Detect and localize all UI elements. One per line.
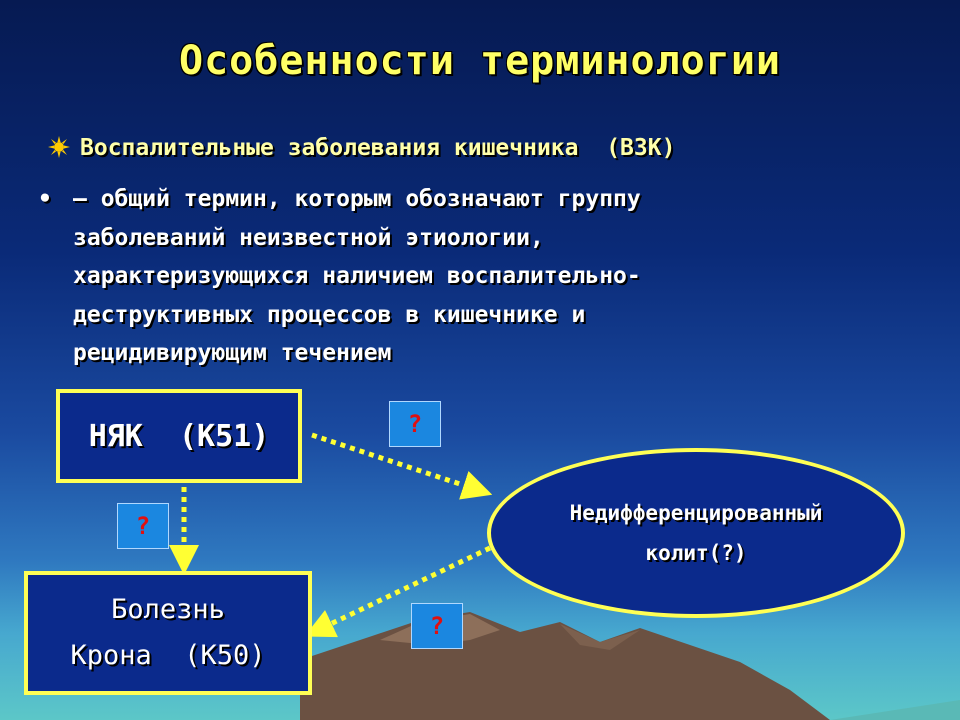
colitis-ellipse: Недифференцированный колит(?) [487, 448, 905, 618]
crohn-line: Крона (К50) [70, 640, 266, 671]
sunburst-icon [48, 136, 70, 158]
description-line: рецидивирующим течением [73, 340, 392, 366]
bullet-dot: • [38, 186, 52, 212]
description-line: заболеваний неизвестной этиологии, [73, 224, 544, 251]
crohn-box: Болезнь Крона (К50) [24, 571, 312, 695]
subheading-text: Воспалительные заболевания кишечника (ВЗ… [80, 135, 676, 161]
nyak-box: НЯК (К51) [56, 389, 302, 483]
description: • – общий термин, которым обозначают гру… [38, 180, 918, 373]
colitis-line: колит(?) [645, 541, 747, 565]
question-box: ? [411, 603, 463, 649]
colitis-line: Недифференцированный [569, 501, 823, 525]
question-box: ? [389, 401, 441, 447]
crohn-line: Болезнь [111, 594, 225, 625]
description-line: характеризующихся наличием воспалительно… [73, 263, 641, 289]
description-line: – общий термин, которым обозначают групп… [73, 186, 641, 212]
subheading: Воспалительные заболевания кишечника (ВЗ… [48, 135, 675, 161]
description-line: деструктивных процессов в кишечнике и [73, 301, 586, 328]
slide-title: Особенности терминологии [179, 38, 781, 84]
question-box: ? [117, 503, 169, 549]
arrow-colitis-to-crohn [304, 545, 492, 638]
